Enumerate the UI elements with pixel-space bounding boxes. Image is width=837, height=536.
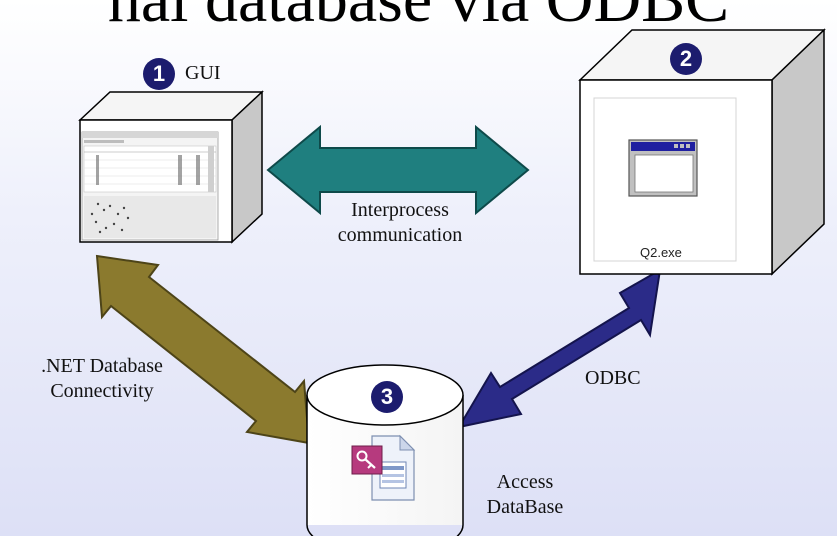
odbc-arrow bbox=[456, 268, 662, 429]
access-database-icon bbox=[351, 434, 416, 501]
dotnet-arrow bbox=[95, 254, 311, 445]
dotnet-label-line1: .NET Database bbox=[41, 355, 163, 377]
odbc-label: ODBC bbox=[585, 367, 641, 389]
badge-gui: 1 bbox=[143, 58, 175, 90]
access-db-label: Access DataBase bbox=[480, 470, 570, 520]
access-db-label-line2: DataBase bbox=[486, 496, 564, 518]
badge-db: 3 bbox=[371, 381, 403, 413]
ipc-label-line2: communication bbox=[337, 224, 463, 246]
gui-cube bbox=[78, 90, 264, 244]
ipc-arrow bbox=[266, 124, 530, 216]
dotnet-label: .NET Database Connectivity bbox=[22, 354, 182, 404]
access-db-label-line1: Access bbox=[496, 471, 554, 493]
gui-screenshot-thumbnail bbox=[81, 131, 219, 241]
database-cylinder bbox=[306, 364, 464, 536]
gui-label: GUI bbox=[185, 62, 221, 84]
q2-cube bbox=[578, 28, 826, 276]
q2-exe-label: Q2.exe bbox=[640, 245, 682, 260]
badge-q2: 2 bbox=[670, 43, 702, 75]
slide-title: nal database via ODBC bbox=[0, 0, 837, 38]
window-app-icon bbox=[628, 139, 698, 197]
ipc-label-line1: Interprocess bbox=[351, 199, 449, 221]
ipc-label: Interprocess communication bbox=[320, 198, 480, 248]
dotnet-label-line2: Connectivity bbox=[50, 380, 154, 402]
